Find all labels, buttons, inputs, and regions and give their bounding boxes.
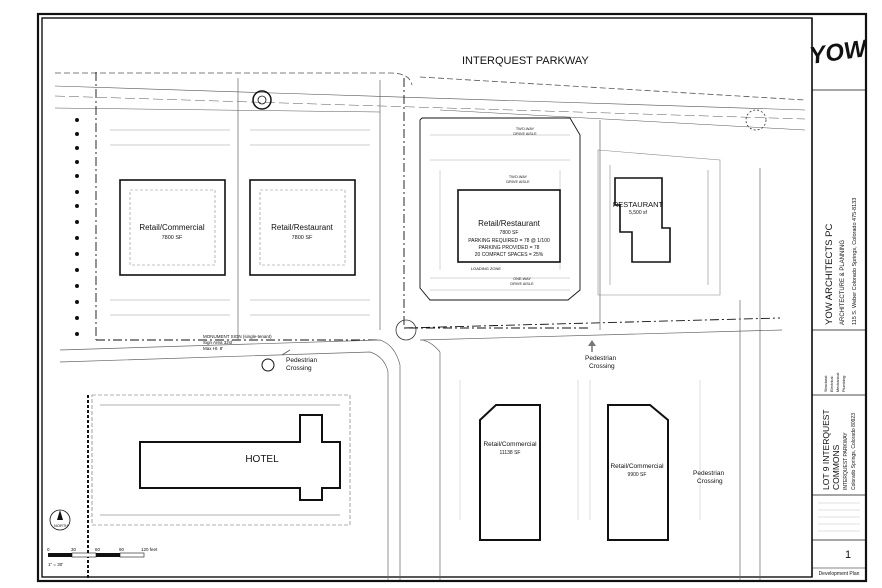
- bldg-c-area: 7800 SF: [500, 230, 519, 236]
- svg-text:60: 60: [95, 547, 101, 552]
- sheet-border: [36, 12, 868, 583]
- project-street: INTERQUEST PARKWAY: [843, 432, 849, 490]
- bldg-c-name: Retail/Restaurant: [478, 219, 541, 228]
- drive-aisle-2b: DRIVE AISLE: [506, 180, 530, 184]
- bldg-b-name: Retail/Restaurant: [271, 223, 334, 232]
- building-restaurant-d: [614, 177, 671, 263]
- firm-address: 115 S. Weber Colorado Springs, Colorado …: [852, 198, 858, 325]
- internal-drive: [59, 78, 783, 580]
- ped-crossing-1: Pedestrian Crossing: [261, 349, 317, 372]
- drive-aisle-3a: ONE-WAY: [513, 277, 531, 281]
- sheet-title: Development Plan: [819, 571, 860, 577]
- hotel-label: HOTEL: [245, 454, 279, 465]
- svg-text:NORTH: NORTH: [54, 523, 68, 528]
- title-block: YOW YOW ARCHITECTS PC ARCHITECTURE & PLA…: [808, 18, 871, 577]
- svg-text:Pedestrian: Pedestrian: [585, 355, 616, 362]
- svg-text:0: 0: [47, 547, 50, 552]
- svg-text:Crossing: Crossing: [286, 365, 312, 372]
- loading-zone-label: LOADING ZONE: [471, 266, 502, 271]
- project-name-1: LOT 9 INTERQUEST: [821, 409, 831, 490]
- building-hotel: [139, 414, 341, 501]
- svg-text:Crossing: Crossing: [697, 478, 723, 485]
- bldg-a-area: 7800 SF: [162, 235, 183, 241]
- svg-text:MONUMENT SIGN (single-tenant): MONUMENT SIGN (single-tenant): [203, 334, 272, 339]
- bldg-c-note-3: 20 COMPACT SPACES = 25%: [475, 252, 544, 258]
- bldg-d-name: RESTAURANT: [613, 200, 664, 209]
- road-label: INTERQUEST PARKWAY: [462, 55, 589, 67]
- svg-text:30: 30: [71, 547, 77, 552]
- drive-aisle-1b: DRIVE AISLE: [513, 132, 537, 136]
- building-retail-commercial-e: [479, 404, 541, 541]
- building-retail-commercial-f: [607, 404, 669, 541]
- planter-north: [252, 90, 272, 110]
- svg-text:Sign Area 32sf: Sign Area 32sf: [203, 340, 233, 345]
- consultant-structural: Structural:: [824, 375, 828, 392]
- center-parcel-lot: [419, 117, 581, 301]
- svg-text:Max Ht. 8': Max Ht. 8': [203, 346, 223, 351]
- building-retail-commercial-a: [119, 179, 226, 276]
- planter-east: [745, 109, 767, 131]
- bldg-f-area: 9900 SF: [628, 472, 647, 478]
- project-city: Colorado Springs, Colorado 80923: [851, 413, 857, 490]
- svg-text:1" = 30': 1" = 30': [48, 562, 63, 567]
- sheet-number: 1: [845, 549, 851, 561]
- parking-upper-left: [110, 129, 370, 316]
- ped-crossing-2: Pedestrian Crossing: [585, 340, 616, 370]
- bldg-a-name: Retail/Commercial: [139, 223, 205, 232]
- firm-name: YOW ARCHITECTS PC: [824, 224, 835, 325]
- hotel-site: [91, 394, 351, 526]
- firm-logo: YOW: [808, 35, 871, 70]
- drive-aisle-3b: DRIVE AISLE: [510, 282, 534, 286]
- consultant-electrical: Electrical:: [830, 376, 834, 392]
- interquest-parkway: [54, 72, 806, 131]
- consultant-plumbing: Plumbing:: [842, 375, 846, 392]
- consultant-mechanical: Mechanical:: [836, 372, 840, 392]
- svg-text:120 feet: 120 feet: [141, 547, 158, 552]
- svg-text:Pedestrian: Pedestrian: [693, 470, 724, 477]
- monument-sign-note: MONUMENT SIGN (single-tenant) Sign Area …: [203, 334, 272, 351]
- drive-aisle-2a: TWO-WAY: [509, 175, 528, 179]
- bldg-d-area: 5,500 sf: [629, 210, 647, 216]
- bldg-e-area: 11138 SF: [500, 450, 521, 456]
- bldg-e-name: Retail/Commercial: [483, 441, 537, 448]
- svg-text:Pedestrian: Pedestrian: [286, 357, 317, 364]
- lower-parking: [459, 380, 701, 520]
- tree-row: [75, 118, 79, 336]
- bldg-c-note-1: PARKING REQUIRED = 78 @ 1/100: [468, 238, 550, 244]
- project-name-2: COMMONS: [831, 444, 841, 490]
- bldg-f-name: Retail/Commercial: [610, 463, 664, 470]
- roundabout: [395, 319, 417, 341]
- svg-text:Crossing: Crossing: [589, 363, 615, 370]
- firm-subtitle: ARCHITECTURE & PLANNING: [840, 240, 846, 325]
- bldg-b-area: 7800 SF: [292, 235, 313, 241]
- building-retail-restaurant-c: [457, 189, 561, 263]
- right-parcel-lot: [597, 149, 721, 296]
- bldg-c-note-2: PARKING PROVIDED = 78: [479, 245, 540, 251]
- ped-crossing-3: Pedestrian Crossing: [693, 470, 724, 485]
- north-arrow: NORTH: [49, 509, 71, 531]
- drawing-border: [41, 17, 813, 578]
- drive-aisle-1a: TWO-WAY: [516, 127, 535, 131]
- building-retail-restaurant-b: [249, 179, 356, 276]
- scale-bar: 0 30 60 90 120 feet 1" = 30': [47, 547, 158, 567]
- svg-text:90: 90: [119, 547, 125, 552]
